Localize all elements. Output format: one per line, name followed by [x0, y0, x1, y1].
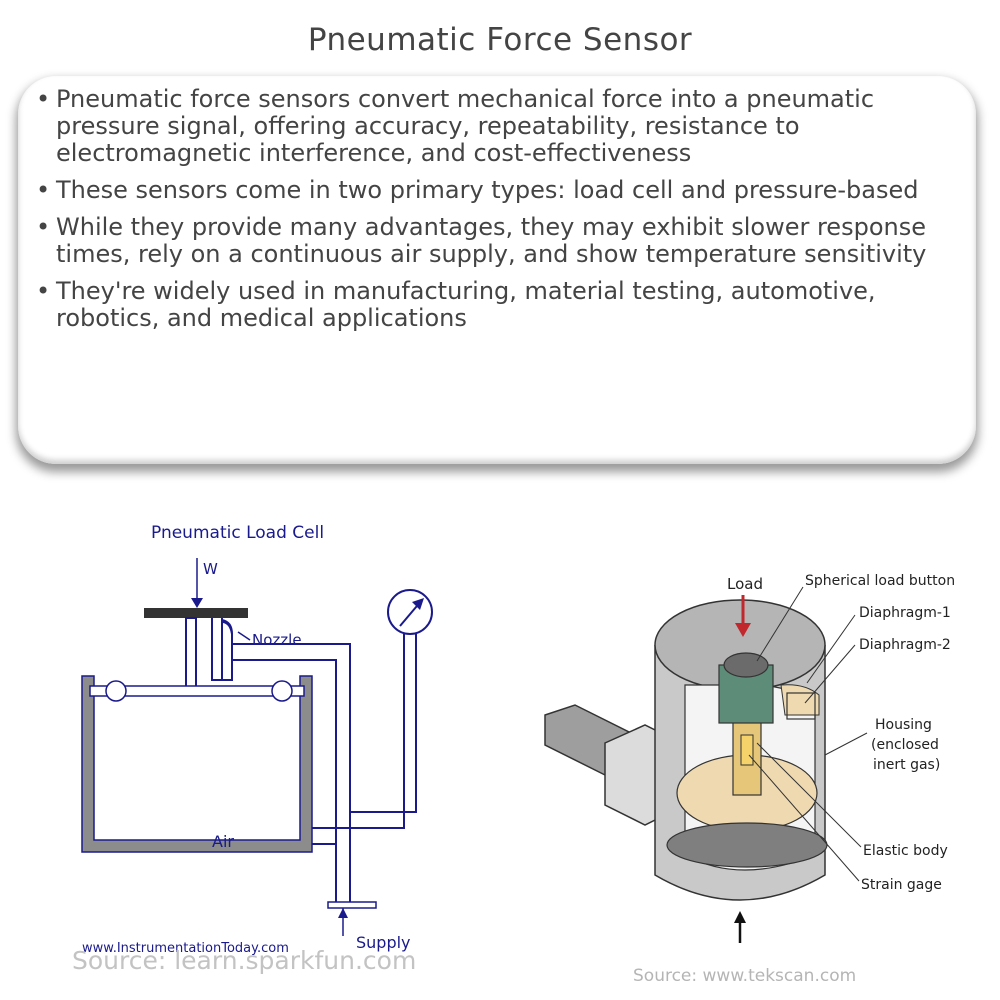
nozzle-pipe — [221, 621, 351, 852]
weight-arrow-head — [191, 598, 203, 608]
bullet-item: They're widely used in manufacturing, ma… — [36, 278, 976, 332]
diaphragm-seal-left — [105, 680, 127, 702]
right-source: Source: www.tekscan.com — [633, 966, 857, 986]
load-cell-title: Pneumatic Load Cell — [151, 523, 324, 543]
load-label: Load — [727, 575, 763, 593]
gauge-pipe — [350, 634, 405, 829]
bullet-item: These sensors come in two primary types:… — [36, 177, 976, 205]
bullet-item: Pneumatic force sensors convert mechanic… — [36, 86, 976, 167]
diaphragm-2 — [786, 692, 816, 720]
bullet-list: Pneumatic force sensors convert mechanic… — [36, 86, 976, 342]
spherical-button-label: Spherical load button — [805, 573, 955, 589]
supply-pipe — [335, 852, 351, 904]
load-cell-cutaway-diagram: Load Spherical load button Diaphragm-1 D… — [544, 573, 955, 943]
supply-label: Supply — [356, 933, 411, 952]
strain-gage-label: Strain gage — [861, 877, 942, 893]
left-source: Source: learn.sparkfun.com — [72, 946, 417, 975]
spherical-load-button — [723, 652, 769, 678]
diaphragm-1-label: Diaphragm-1 — [859, 605, 951, 621]
weight-label: W — [203, 560, 218, 578]
diaphragm-1 — [780, 684, 820, 716]
housing-label: Housing — [875, 717, 932, 733]
housing-label-2: (enclosed — [871, 737, 939, 753]
elastic-body-label: Elastic body — [863, 843, 948, 859]
tank-walls — [81, 675, 313, 853]
diaphragm — [89, 685, 305, 697]
supply-valve — [327, 901, 377, 909]
bullet-item: While they provide many advantages, they… — [36, 214, 976, 268]
housing-label-3: inert gas) — [873, 757, 940, 773]
pneumatic-load-cell-diagram: Pneumatic Load Cell W Air Nozzle Supply … — [81, 523, 433, 956]
diagram-credit: www.InstrumentationToday.com — [82, 941, 289, 956]
diaphragm-seal-right — [271, 680, 293, 702]
nozzle-label: Nozzle — [252, 631, 302, 649]
page-title: Pneumatic Force Sensor — [307, 22, 693, 58]
load-platform — [144, 608, 248, 618]
diaphragm-2-label: Diaphragm-2 — [859, 637, 951, 653]
air-label: Air — [212, 832, 234, 851]
pressure-gauge — [387, 589, 433, 635]
strain-gage — [740, 734, 754, 766]
platform-stem — [185, 617, 197, 691]
